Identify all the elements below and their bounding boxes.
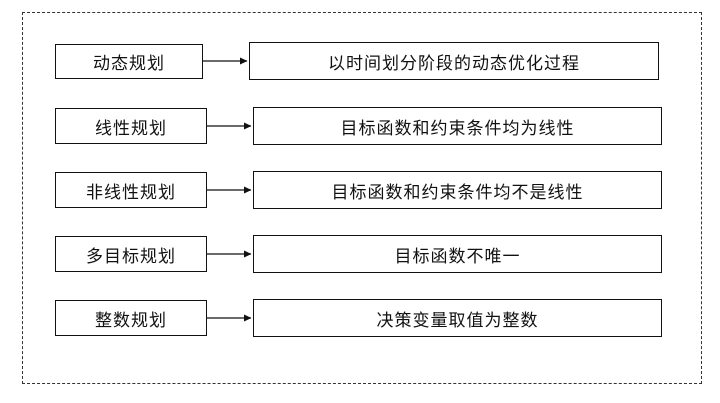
category-box-multi-objective-programming: 多目标规划 <box>55 236 207 272</box>
description-box-nonlinear-programming: 目标函数和约束条件均不是线性 <box>253 171 662 209</box>
description-box-integer-programming: 决策变量取值为整数 <box>253 299 662 337</box>
dashed-frame <box>22 12 702 384</box>
category-box-integer-programming: 整数规划 <box>55 300 207 336</box>
description-box-multi-objective-programming: 目标函数不唯一 <box>253 235 662 273</box>
category-box-dynamic-programming: 动态规划 <box>55 44 203 79</box>
description-box-dynamic-programming: 以时间划分阶段的动态优化过程 <box>249 42 659 80</box>
description-box-linear-programming: 目标函数和约束条件均为线性 <box>253 107 662 145</box>
category-box-linear-programming: 线性规划 <box>55 108 207 144</box>
category-box-nonlinear-programming: 非线性规划 <box>55 172 207 208</box>
